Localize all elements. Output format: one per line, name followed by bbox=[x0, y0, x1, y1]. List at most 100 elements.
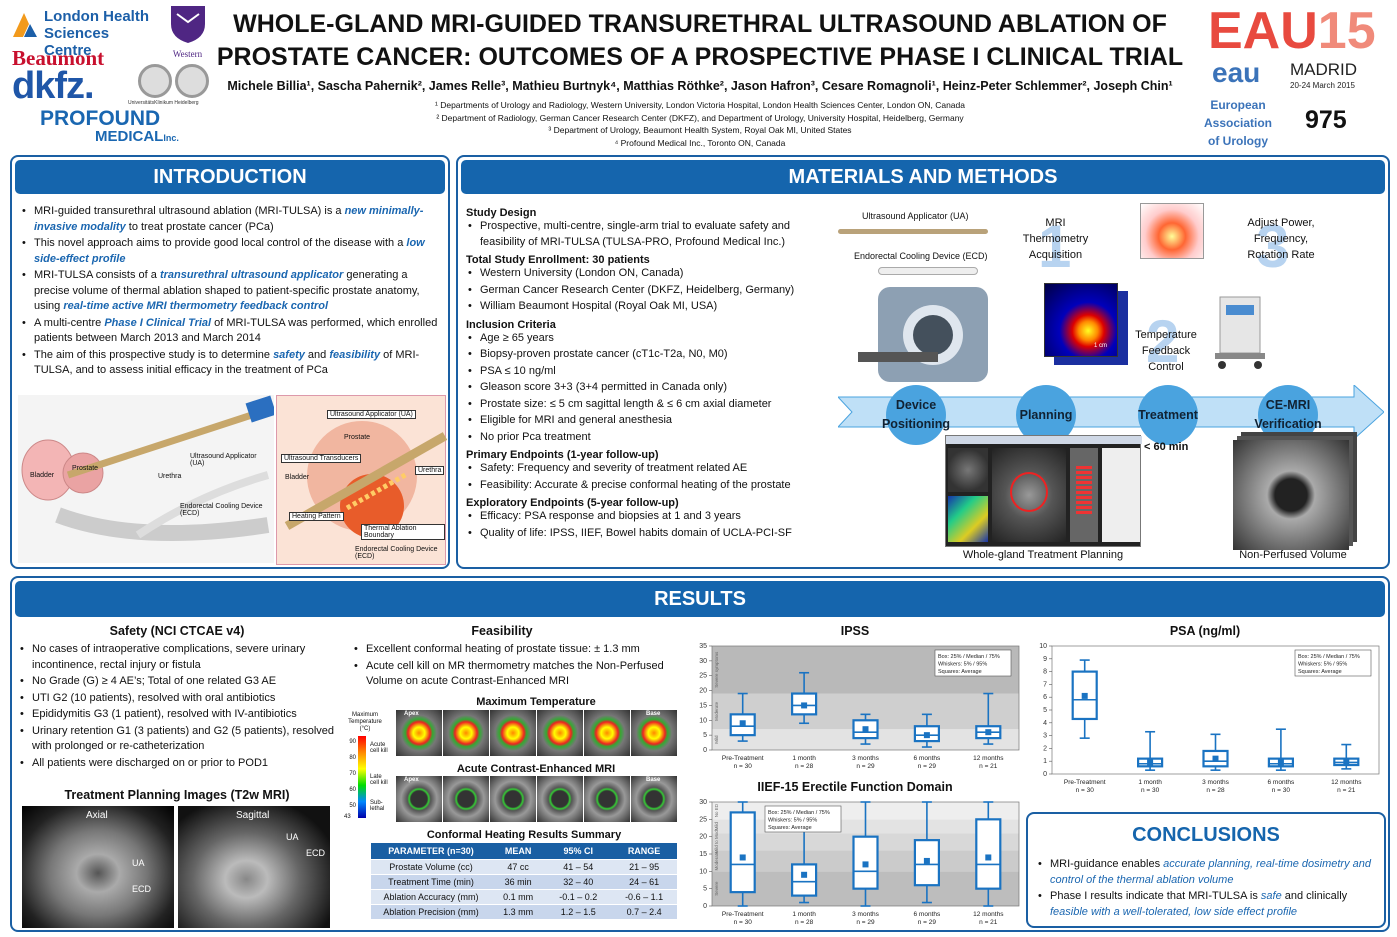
mean-marker bbox=[1081, 692, 1088, 699]
conclusions-panel: CONCLUSIONS MRI-guidance enables accurat… bbox=[1026, 812, 1386, 928]
enrollment-heading: Total Study Enrollment: 30 patients bbox=[466, 254, 650, 266]
label-prostate-zoom: Prostate bbox=[344, 434, 371, 441]
y-tick-label: 20 bbox=[699, 834, 707, 841]
y-tick-label: 0 bbox=[1043, 771, 1047, 778]
box bbox=[729, 811, 756, 894]
label-bladder-zoom: Bladder bbox=[285, 474, 310, 481]
intro-bullet: MRI-guided transurethral ultrasound abla… bbox=[20, 204, 440, 235]
iief-chart-title: IIEF-15 Erectile Function Domain bbox=[757, 780, 953, 794]
base-label: Base bbox=[646, 777, 661, 783]
x-tick-label: 3 months bbox=[1202, 779, 1229, 786]
y-tick-label: 35 bbox=[699, 643, 707, 650]
inclusion-item: Eligible for MRI and general anesthesia bbox=[466, 413, 836, 429]
y-tick-label: 5 bbox=[703, 886, 707, 893]
affiliations: ¹ Departments of Urology and Radiology, … bbox=[435, 100, 965, 148]
planning-images-heading: Treatment Planning Images (T2w MRI) bbox=[64, 788, 290, 802]
mean-marker bbox=[862, 726, 869, 733]
n-label: n = 29 bbox=[856, 763, 875, 770]
logo-heidelberg: UniversitätsKlinikum Heidelberg bbox=[128, 100, 199, 106]
author-list: Michele Billia¹, Sascha Pahernik², James… bbox=[227, 79, 1173, 93]
plot-frame bbox=[711, 645, 1020, 751]
feasibility-list: Excellent conformal heating of prostate … bbox=[352, 642, 682, 690]
apex-label: Apex bbox=[404, 711, 419, 717]
x-tick-label: 12 months bbox=[973, 755, 1004, 762]
legend-entry: Whiskers: 5% / 95% bbox=[938, 662, 987, 668]
label-transducers: Ultrasound Transducers bbox=[281, 454, 362, 463]
mean-marker bbox=[1212, 755, 1219, 762]
ce-mri-thumbnail bbox=[396, 776, 442, 822]
x-tick-label: 3 months bbox=[852, 755, 879, 762]
introduction-panel: INTRODUCTION MRI-guided transurethral ul… bbox=[10, 155, 450, 569]
safety-section: Safety (NCI CTCAE v4) No cases of intrao… bbox=[18, 624, 336, 772]
band-label: Mild bbox=[714, 735, 719, 744]
planning-caption: Whole-gland Treatment Planning bbox=[962, 549, 1124, 561]
temperature-map-thumbnail bbox=[631, 710, 677, 756]
enrollment-list: Western University (London ON, Canada) G… bbox=[466, 266, 836, 315]
mean-marker bbox=[985, 854, 992, 861]
ce-mri-thumbnail bbox=[443, 776, 489, 822]
band-label: Mild bbox=[714, 822, 719, 831]
methods-panel: MATERIALS AND METHODS Study Design Prosp… bbox=[456, 155, 1390, 569]
introduction-heading: INTRODUCTION bbox=[15, 160, 445, 194]
axial-mri-image: Axial UA ECD bbox=[22, 806, 174, 928]
legend-entry: Box: 25% / Median / 75% bbox=[1298, 654, 1360, 660]
chart-legend bbox=[764, 805, 842, 833]
y-tick-label: 8 bbox=[1043, 669, 1047, 676]
safety-item: UTI G2 (10 patients), resolved with oral… bbox=[18, 691, 336, 707]
conclusions-list: MRI-guidance enables accurate planning, … bbox=[1036, 857, 1376, 920]
n-label: n = 28 bbox=[795, 919, 814, 926]
inclusion-item: Prostate size: ≤ 5 cm sagittal length & … bbox=[466, 397, 836, 413]
y-tick-label: 2 bbox=[1043, 745, 1047, 752]
x-tick-label: Pre-Treatment bbox=[1064, 779, 1106, 786]
n-label: n = 21 bbox=[979, 919, 998, 926]
mean-marker bbox=[1277, 759, 1284, 766]
n-label: n = 30 bbox=[734, 763, 753, 770]
label-bladder: Bladder bbox=[30, 472, 55, 479]
n-label: n = 30 bbox=[1272, 787, 1291, 794]
table-row: Ablation Accuracy (mm)0.1 mm-0.1 – 0.2-0… bbox=[371, 889, 677, 905]
conclusion-item: MRI-guidance enables accurate planning, … bbox=[1036, 857, 1376, 888]
y-tick-label: 15 bbox=[699, 851, 707, 858]
seal-icon bbox=[175, 64, 209, 98]
temperature-map-thumbnail bbox=[584, 710, 630, 756]
treatment-time-label: < 60 min bbox=[1144, 441, 1189, 453]
base-label: Base bbox=[646, 711, 661, 717]
y-tick-label: 10 bbox=[699, 717, 707, 724]
logo-eau15: EAU15 bbox=[1208, 2, 1376, 60]
conformal-results-table: PARAMETER (n=30) MEAN 95% CI RANGE Prost… bbox=[371, 843, 677, 919]
label-urethra-zoom: Urethra bbox=[415, 466, 445, 475]
npv-caption: Non-Perfused Volume bbox=[1239, 549, 1347, 561]
y-tick-label: 25 bbox=[699, 816, 707, 823]
max-temp-heading: Maximum Temperature bbox=[476, 696, 596, 708]
inclusion-item: Gleason score 3+3 (3+4 permitted in Cana… bbox=[466, 380, 836, 396]
chart-legend bbox=[934, 649, 1012, 677]
intro-bullet: MRI-TULSA consists of a transurethral ul… bbox=[20, 268, 440, 315]
intro-bullet: The aim of this prospective study is to … bbox=[20, 348, 440, 379]
temperature-map-thumbnail bbox=[396, 710, 442, 756]
loop-step-number: 1 bbox=[1038, 213, 1072, 280]
y-tick-label: 30 bbox=[699, 799, 707, 806]
safety-item: Urinary retention G1 (3 patients) and G2… bbox=[18, 724, 336, 755]
legend-entry: Whiskers: 5% / 95% bbox=[768, 818, 817, 824]
mean-marker bbox=[801, 702, 808, 709]
table-header: MEAN bbox=[491, 843, 546, 860]
ce-mri-heading: Acute Contrast-Enhanced MRI bbox=[456, 763, 616, 775]
label-urethra: Urethra bbox=[158, 473, 182, 480]
poster-title: WHOLE-GLAND MRI-GUIDED TRANSURETHRAL ULT… bbox=[216, 10, 1184, 71]
exploratory-endpoint-item: Quality of life: IPSS, IIEF, Bowel habit… bbox=[466, 526, 836, 542]
treatment-cart-icon bbox=[1210, 287, 1272, 371]
ce-mri-thumbnail bbox=[537, 776, 583, 822]
n-label: n = 28 bbox=[795, 763, 814, 770]
band-label: Moderate bbox=[714, 851, 719, 871]
primary-endpoint-item: Feasibility: Accurate & precise conforma… bbox=[466, 478, 836, 494]
label-boundary: Thermal Ablation Boundary bbox=[361, 524, 445, 540]
box bbox=[852, 835, 879, 890]
loop-step-number: 3 bbox=[1256, 213, 1290, 280]
box bbox=[790, 863, 818, 897]
methods-text: Study Design Prospective, multi-centre, … bbox=[466, 203, 836, 542]
eau-small-logo: eau bbox=[1212, 57, 1261, 88]
ua-device-icon bbox=[838, 229, 988, 234]
treatment-planning-screenshot bbox=[945, 435, 1142, 547]
ua-closeup-image bbox=[1140, 203, 1204, 259]
design-list: Prospective, multi-centre, single-arm tr… bbox=[466, 219, 836, 250]
